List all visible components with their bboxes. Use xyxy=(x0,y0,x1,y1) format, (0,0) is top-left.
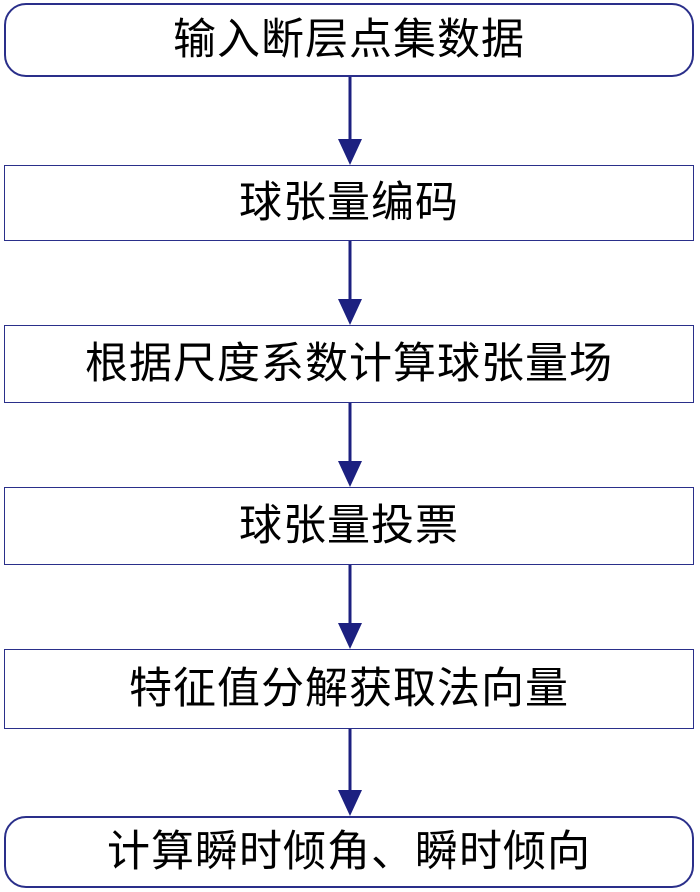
arrow-down-icon xyxy=(338,241,362,325)
step-ball-tensor-encoding: 球张量编码 xyxy=(4,165,694,241)
step-input-fault-points: 输入断层点集数据 xyxy=(4,3,694,77)
arrow-down-icon xyxy=(338,729,362,816)
step-eigen-decomposition-normal: 特征值分解获取法向量 xyxy=(4,649,694,729)
step-compute-dip-angle-direction: 计算瞬时倾角、瞬时倾向 xyxy=(4,816,694,888)
step-ball-tensor-voting: 球张量投票 xyxy=(4,487,694,565)
arrow-down-icon xyxy=(338,403,362,487)
arrow-down-icon xyxy=(338,565,362,649)
step-compute-ball-tensor-field: 根据尺度系数计算球张量场 xyxy=(4,325,694,403)
arrow-down-icon xyxy=(338,77,362,165)
